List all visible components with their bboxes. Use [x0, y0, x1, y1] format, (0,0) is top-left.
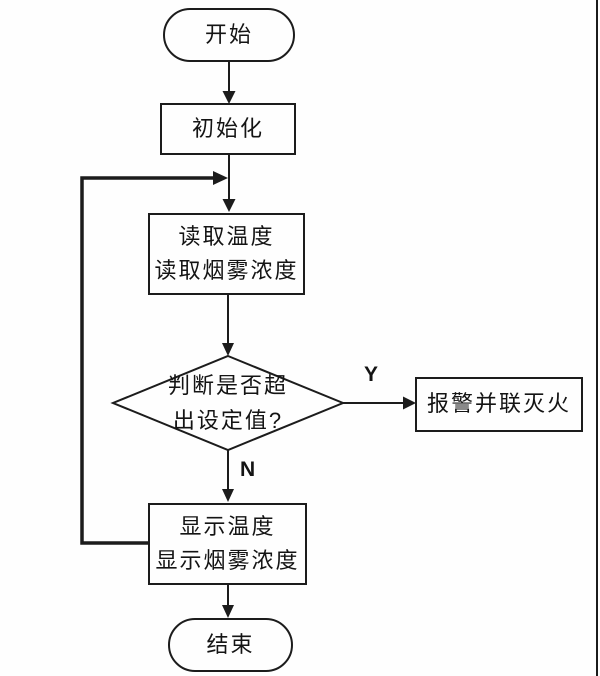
node-end-label: 结束	[206, 631, 255, 657]
branch-label-yes: Y	[364, 363, 379, 386]
node-init-label: 初始化	[191, 115, 264, 141]
node-end: 结束	[168, 618, 293, 672]
node-alarm: 报警并联灭火	[415, 377, 583, 432]
node-alarm-label: 报警并联灭火	[426, 391, 571, 417]
node-start: 开始	[163, 8, 295, 62]
node-init: 初始化	[160, 103, 296, 155]
edge-loop-back	[80, 176, 213, 545]
node-read-sensors: 读取温度 读取烟雾浓度	[148, 213, 305, 295]
node-display-values-label: 显示温度 显示烟雾浓度	[155, 513, 300, 573]
arrowhead-down-end	[222, 605, 234, 618]
arrowhead-down-init	[222, 91, 236, 104]
branch-label-no: N	[240, 458, 256, 481]
arrowhead-right-alarm	[403, 396, 416, 410]
arrowhead-down-decision	[222, 343, 234, 356]
arrowhead-right-loop	[213, 171, 228, 185]
node-start-label: 开始	[204, 21, 253, 47]
scan-border-right	[596, 0, 598, 676]
node-decision-label: 判断是否超 出设定值?	[167, 372, 288, 433]
node-read-sensors-label: 读取温度 读取烟雾浓度	[154, 223, 299, 283]
arrowhead-down-read	[222, 199, 236, 212]
node-display-values: 显示温度 显示烟雾浓度	[148, 503, 307, 585]
arrowhead-down-display	[222, 489, 234, 502]
